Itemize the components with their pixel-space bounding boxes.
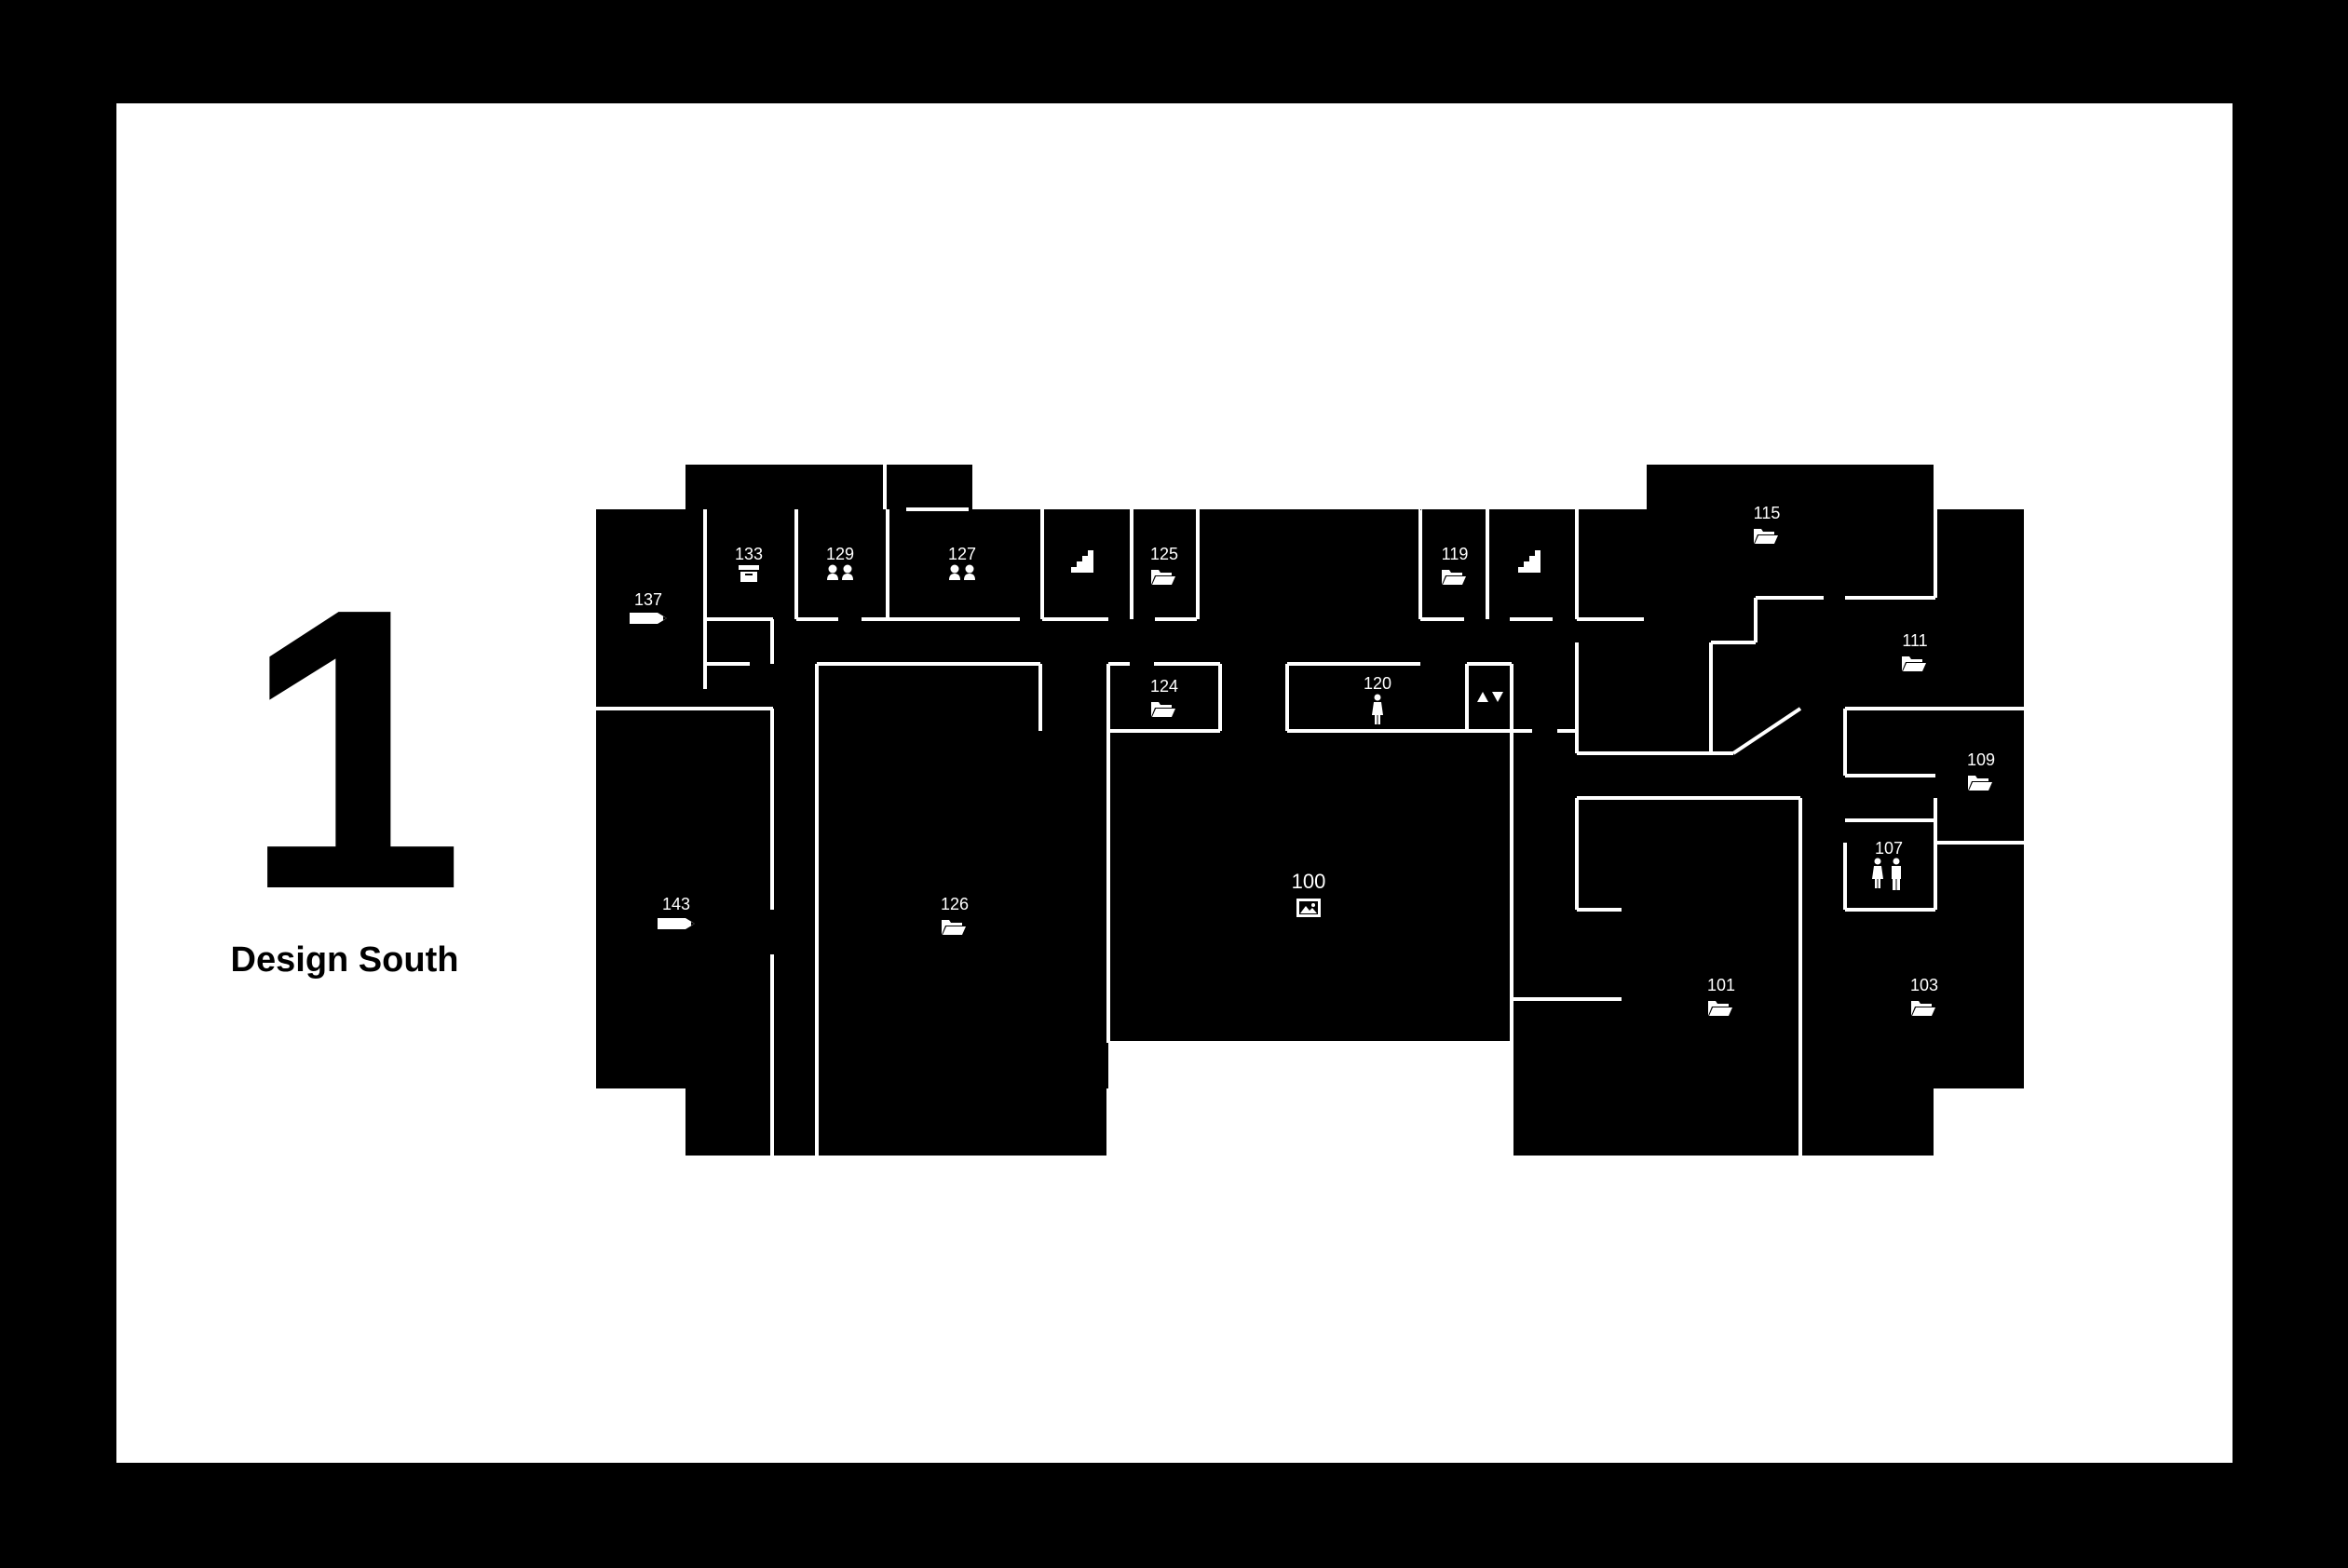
room-number: 143 — [662, 895, 690, 913]
room-number: 111 — [1902, 631, 1927, 650]
room-125[interactable]: 125 — [1150, 545, 1178, 585]
room-107[interactable]: 107 — [1872, 839, 1903, 890]
room-109[interactable]: 109 — [1967, 750, 1995, 791]
room-133[interactable]: 133 — [735, 545, 763, 582]
room-number: 109 — [1967, 750, 1995, 769]
room-100[interactable]: 100 — [1292, 870, 1326, 917]
room-number: 100 — [1292, 870, 1326, 893]
room-number: 115 — [1754, 504, 1781, 522]
room-number: 129 — [826, 545, 854, 563]
room-number: 119 — [1442, 545, 1469, 563]
room-number: 120 — [1364, 674, 1391, 693]
floor-number: 1 — [242, 526, 465, 973]
storage-icon — [739, 565, 759, 582]
room-101[interactable]: 101 — [1707, 976, 1735, 1016]
room-120[interactable]: 120 — [1364, 674, 1391, 724]
room-number: 103 — [1910, 976, 1938, 994]
gallery-icon — [1296, 899, 1321, 917]
room-number: 133 — [735, 545, 763, 563]
room-number: 137 — [634, 590, 662, 609]
room-number: 107 — [1875, 839, 1903, 858]
room-111[interactable]: 111 — [1902, 631, 1928, 671]
room-127[interactable]: 127 — [948, 545, 976, 580]
room-number: 124 — [1150, 677, 1178, 696]
room-137[interactable]: 137 — [630, 590, 667, 624]
building-name: Design South — [230, 940, 459, 980]
room-124[interactable]: 124 — [1150, 677, 1178, 717]
room-115[interactable]: 115 — [1754, 504, 1781, 544]
room-number: 101 — [1707, 976, 1735, 994]
room-number: 127 — [948, 545, 976, 563]
room-103[interactable]: 103 — [1910, 976, 1938, 1016]
room-143[interactable]: 143 — [658, 895, 695, 929]
room-number: 126 — [941, 895, 969, 913]
room-number: 125 — [1150, 545, 1178, 563]
room-126[interactable]: 126 — [941, 895, 969, 935]
room-119[interactable]: 119 — [1442, 545, 1469, 585]
room-129[interactable]: 129 — [826, 545, 854, 580]
walls — [596, 465, 2024, 1156]
